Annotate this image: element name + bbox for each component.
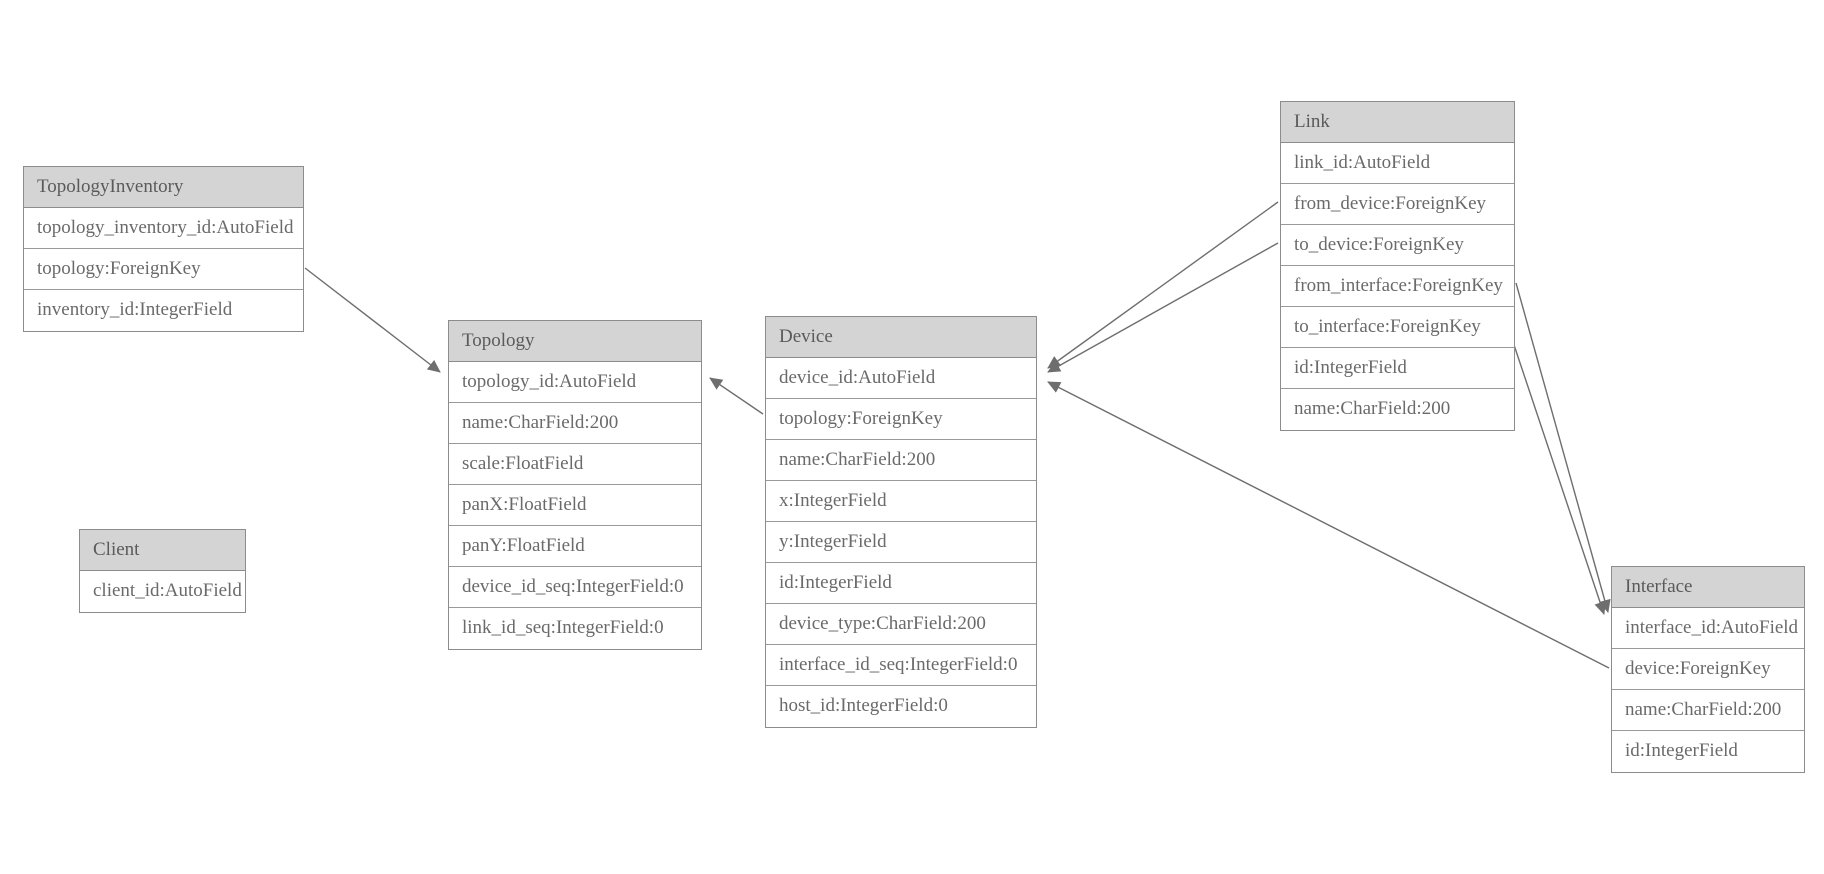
relation-link-from-device <box>1047 201 1279 369</box>
entity-title-link: Link <box>1281 102 1514 143</box>
entity-field[interactable]: inventory_id:IntegerField <box>24 290 303 331</box>
entity-field[interactable]: to_interface:ForeignKey <box>1281 307 1514 348</box>
entity-field[interactable]: panY:FloatField <box>449 526 701 567</box>
entity-field[interactable]: device_id_seq:IntegerField:0 <box>449 567 701 608</box>
entity-field[interactable]: topology_inventory_id:AutoField <box>24 208 303 249</box>
entity-field[interactable]: from_device:ForeignKey <box>1281 184 1514 225</box>
entity-field[interactable]: to_device:ForeignKey <box>1281 225 1514 266</box>
entity-title-interface: Interface <box>1612 567 1804 608</box>
relation-topologyinventory-topology <box>304 267 441 373</box>
entity-title-topology: Topology <box>449 321 701 362</box>
entity-field[interactable]: client_id:AutoField <box>80 571 245 612</box>
entity-field[interactable]: topology:ForeignKey <box>24 249 303 290</box>
entity-field[interactable]: link_id:AutoField <box>1281 143 1514 184</box>
entity-field[interactable]: id:IntegerField <box>1612 731 1804 772</box>
entity-field[interactable]: id:IntegerField <box>1281 348 1514 389</box>
entity-field[interactable]: from_interface:ForeignKey <box>1281 266 1514 307</box>
relation-link-to-device <box>1047 242 1279 373</box>
entity-field[interactable]: id:IntegerField <box>766 563 1036 604</box>
entity-field[interactable]: topology_id:AutoField <box>449 362 701 403</box>
entity-field[interactable]: device:ForeignKey <box>1612 649 1804 690</box>
entity-field[interactable]: name:CharField:200 <box>1612 690 1804 731</box>
entity-field[interactable]: interface_id:AutoField <box>1612 608 1804 649</box>
entity-field[interactable]: host_id:IntegerField:0 <box>766 686 1036 727</box>
entity-field[interactable]: name:CharField:200 <box>1281 389 1514 430</box>
entity-field[interactable]: device_type:CharField:200 <box>766 604 1036 645</box>
entity-field[interactable]: topology:ForeignKey <box>766 399 1036 440</box>
entity-field[interactable]: x:IntegerField <box>766 481 1036 522</box>
entity-field[interactable]: device_id:AutoField <box>766 358 1036 399</box>
entity-title-topology_inventory: TopologyInventory <box>24 167 303 208</box>
entity-field[interactable]: link_id_seq:IntegerField:0 <box>449 608 701 649</box>
entity-field[interactable]: panX:FloatField <box>449 485 701 526</box>
entity-title-device: Device <box>766 317 1036 358</box>
entity-field[interactable]: name:CharField:200 <box>766 440 1036 481</box>
relation-link-to-interface <box>1506 323 1606 615</box>
entity-field[interactable]: interface_id_seq:IntegerField:0 <box>766 645 1036 686</box>
entity-title-client: Client <box>80 530 245 571</box>
relation-device-topology <box>709 377 764 415</box>
entity-field[interactable]: scale:FloatField <box>449 444 701 485</box>
entity-field[interactable]: name:CharField:200 <box>449 403 701 444</box>
relation-link-from-interface <box>1515 282 1611 613</box>
entity-field[interactable]: y:IntegerField <box>766 522 1036 563</box>
